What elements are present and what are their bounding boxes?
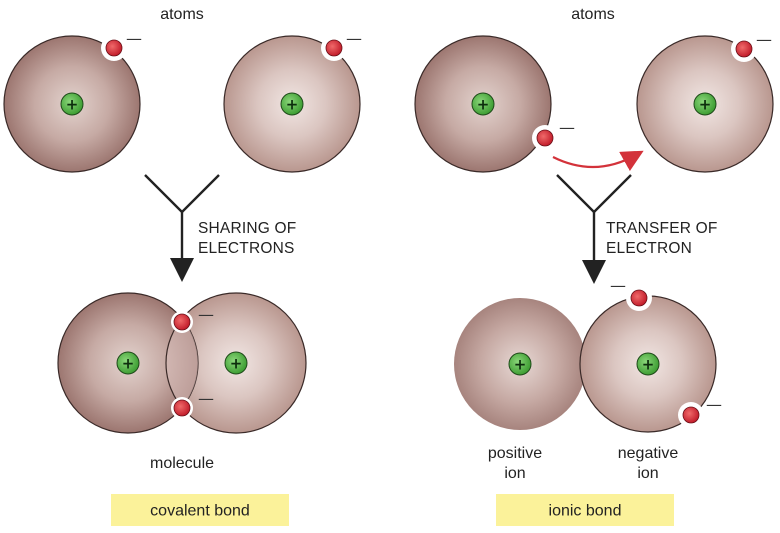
ionic-bond-box — [496, 494, 674, 526]
shared-electron — [173, 313, 191, 331]
positive-ion: + — [454, 298, 586, 430]
nucleus-charge: + — [230, 355, 243, 373]
electron — [682, 406, 700, 424]
molecule-label: molecule — [150, 455, 214, 472]
positive-ion-label-line1: positive — [488, 445, 542, 462]
electron — [536, 129, 554, 147]
electron-charge: — — [706, 395, 722, 414]
electron-charge: — — [198, 305, 214, 324]
negative-ion-label-line2: ion — [637, 465, 658, 482]
right-atom-donor: + — — [414, 35, 575, 173]
nucleus-charge: + — [477, 96, 490, 114]
electron-charge: — — [346, 29, 362, 48]
nucleus-charge: + — [642, 356, 655, 374]
molecule: + + — — — [57, 292, 307, 434]
electron — [105, 39, 123, 57]
transfer-label-line2: ELECTRON — [606, 240, 692, 257]
nucleus — [693, 92, 717, 116]
electron — [735, 40, 753, 58]
electron — [325, 39, 343, 57]
shared-electron — [173, 399, 191, 417]
nucleus — [60, 92, 84, 116]
left-atom-1: + — — [3, 29, 142, 173]
electron-transfer-arrow — [552, 150, 644, 172]
nucleus-charge: + — [699, 96, 712, 114]
right-atoms-title: atoms — [571, 6, 615, 23]
left-atoms-title: atoms — [160, 6, 204, 23]
nucleus — [116, 351, 140, 375]
transfer-arrow — [556, 174, 632, 284]
electron-charge: — — [610, 276, 626, 295]
negative-ion: + — — — [579, 276, 722, 433]
electron-charge: — — [198, 389, 214, 408]
nucleus — [280, 92, 304, 116]
nucleus-charge: + — [122, 355, 135, 373]
nucleus-charge: + — [514, 356, 527, 374]
electron-charge: — — [559, 118, 575, 137]
ionic-bond-label: ionic bond — [549, 503, 622, 520]
covalent-bond-box — [111, 494, 289, 526]
sharing-label-line1: SHARING OF — [198, 220, 296, 237]
sharing-label-line2: ELECTRONS — [198, 240, 295, 257]
left-atom-2: + — — [223, 29, 362, 173]
nucleus-charge: + — [66, 96, 79, 114]
nucleus — [508, 352, 532, 376]
sharing-arrow — [144, 174, 220, 282]
negative-ion-label-line1: negative — [618, 445, 679, 462]
electron-charge: — — [756, 30, 772, 49]
positive-ion-label-line2: ion — [504, 465, 525, 482]
nucleus — [471, 92, 495, 116]
electron — [630, 289, 648, 307]
transfer-label-line1: TRANSFER OF — [606, 220, 718, 237]
right-atom-acceptor: + — — [636, 30, 774, 173]
nucleus — [224, 351, 248, 375]
covalent-bond-label: covalent bond — [150, 503, 250, 520]
nucleus — [636, 352, 660, 376]
nucleus-charge: + — [286, 96, 299, 114]
electron-charge: — — [126, 29, 142, 48]
